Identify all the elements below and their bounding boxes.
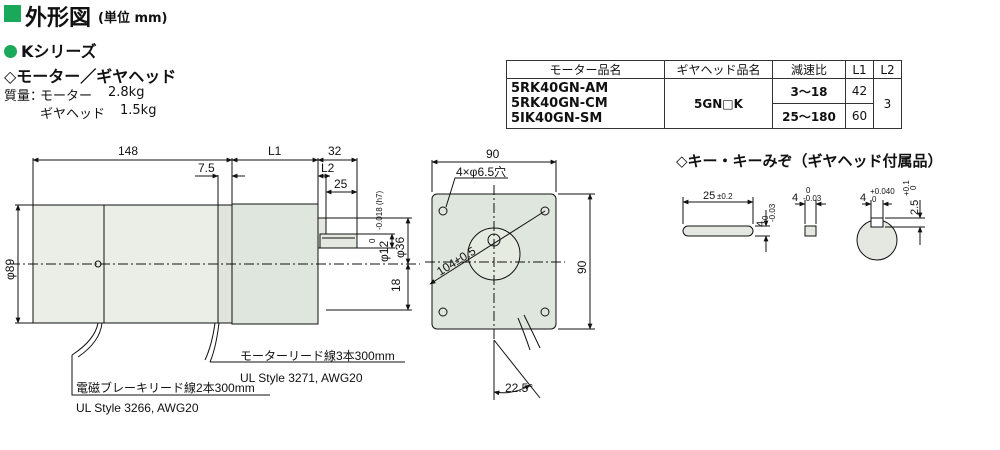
motor-lead [204, 322, 216, 361]
model-name: 5RK40GN-CM [511, 96, 608, 111]
key-width-tol-top: 0 [806, 186, 811, 195]
side-view-labels: 148 L1 32 L2 25 7.5 φ89 φ12 0 -0.018 (h7… [3, 144, 407, 415]
mount-hole [540, 206, 550, 216]
l2-cell: 3 [873, 78, 902, 129]
key-side [682, 225, 754, 237]
col-l2: L2 [873, 60, 902, 79]
series-subtitle: ◇モーター／ギヤヘッド [4, 67, 177, 86]
mount-hole [438, 307, 448, 317]
table-row: 25～180 60 [507, 103, 902, 129]
motor-lead-ul: UL Style 3271, AWG20 [240, 371, 363, 385]
slot-depth-tol-top: +0.1 [902, 180, 911, 196]
slot-depth: 2.5 [909, 200, 921, 215]
dim-phi12-tol-top: 0 [368, 238, 377, 243]
brake-lead-label: 電磁ブレーキリード線2本300mm [76, 380, 255, 395]
dim-18: 18 [389, 278, 403, 292]
dim-phi89: φ89 [3, 259, 17, 280]
spec-table: モーター品名 ギヤヘッド品名 減速比 L1 L2 5RK40GN-AM 5RK4… [506, 60, 902, 129]
slot-depth-tol-bot: 0 [909, 185, 918, 190]
side-view [10, 157, 420, 396]
dim-phi12: φ12 [377, 241, 391, 262]
front-view [425, 159, 595, 400]
col-gearhead-name: ギヤヘッド品名 [664, 60, 773, 79]
dim-25: 25 [334, 177, 348, 191]
mass-gear-value: 1.5kg [120, 103, 157, 118]
key-width-tol-bot: -0.03 [803, 194, 822, 203]
series-name: Kシリーズ [21, 42, 97, 61]
model-list: 5RK40GN-AM 5RK40GN-CM 5IK40GN-SM [506, 78, 665, 129]
key-section-title: ◇キー・キーみぞ（ギヤヘッド付属品） [676, 152, 943, 170]
green-dot-icon [4, 45, 17, 58]
mass-motor-label: モーター [40, 89, 93, 104]
dim-l2: L2 [321, 161, 335, 175]
angle-label: 22.5° [505, 381, 533, 395]
slot-width: 4 [860, 192, 866, 204]
key-width: 4 [792, 192, 798, 204]
dim-90-side: 90 [575, 260, 589, 274]
key-height-tol-top: 0 [761, 215, 770, 220]
l1-cell: 60 [845, 103, 874, 129]
mount-hole [438, 206, 448, 216]
motor-lead-label: モーターリード線3本300mm [240, 348, 395, 363]
output-shaft [319, 233, 358, 249]
green-square-icon [4, 5, 21, 22]
key-length-tol: ±0.2 [717, 192, 733, 201]
ratio-cell: 3～18 [772, 78, 846, 104]
dim-l1: L1 [268, 144, 282, 158]
slot-width-tol-top: +0.040 [870, 187, 895, 196]
hole-callout: 4×φ6.5穴 [456, 164, 506, 179]
key-views [682, 197, 925, 261]
dim-phi12-tol: -0.018 (h7) [375, 191, 384, 230]
slot-width-tol-bot: 0 [872, 195, 877, 204]
mass-gear-label: ギヤヘッド [40, 107, 106, 122]
table-header-row: モーター品名 ギヤヘッド品名 減速比 L1 L2 [506, 60, 902, 79]
dim-90-top: 90 [486, 147, 500, 161]
key-height: 4 [755, 221, 767, 227]
unit-label: (単位 mm) [98, 11, 168, 26]
model-name: 5IK40GN-SM [511, 111, 603, 126]
series-heading: Kシリーズ [4, 38, 97, 62]
dim-148: 148 [118, 144, 138, 158]
l1-cell: 42 [845, 78, 874, 104]
mass-label: 質量： [4, 89, 44, 104]
dim-phi36: φ36 [393, 237, 407, 258]
table-row: 5RK40GN-AM 5RK40GN-CM 5IK40GN-SM 5GN□K 3… [506, 78, 902, 129]
dim-32: 32 [328, 144, 342, 158]
key-length: 25 [703, 190, 715, 202]
key-end [804, 225, 817, 237]
dim-7-5: 7.5 [198, 161, 215, 175]
ratio-cell: 25～180 [772, 103, 846, 129]
col-motor-name: モーター品名 [506, 60, 665, 79]
key-height-tol-bot: -0.03 [768, 203, 777, 222]
mount-hole [540, 307, 550, 317]
brake-lead [71, 322, 99, 356]
brake-lead-ul: UL Style 3266, AWG20 [76, 401, 199, 415]
col-ratio: 減速比 [772, 60, 846, 79]
key-labels: 25 ±0.2 4 0 -0.03 4 0 -0.03 4 +0.040 0 2… [703, 180, 921, 227]
mass-motor-value: 2.8kg [108, 85, 145, 100]
page-title: 外形図 [25, 6, 92, 31]
model-name: 5RK40GN-AM [511, 81, 609, 96]
